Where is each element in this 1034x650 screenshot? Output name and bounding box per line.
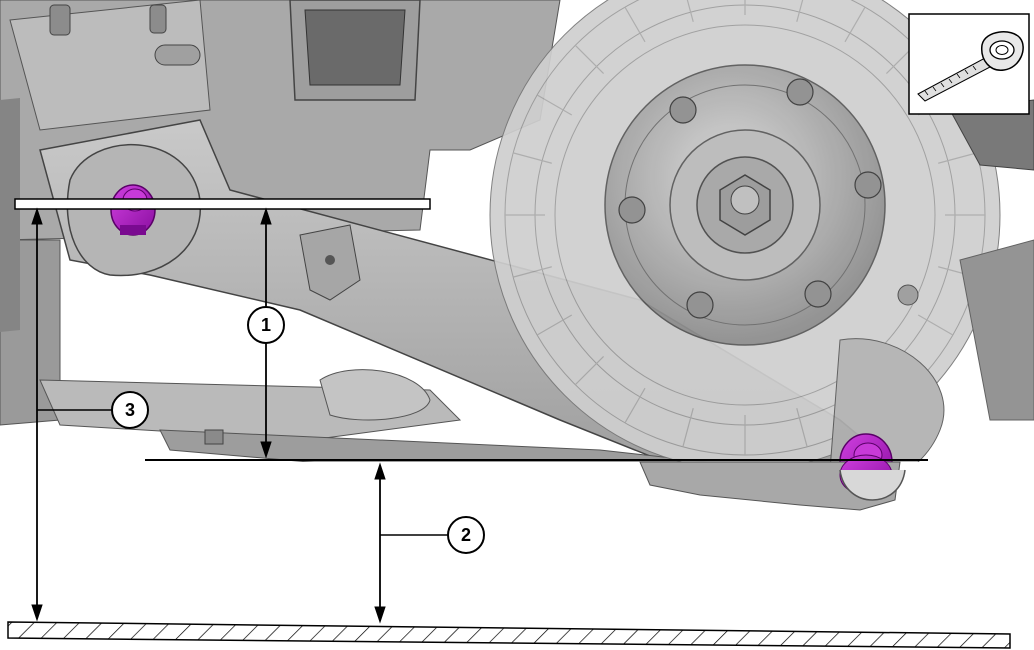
callout-3: 3 (111, 391, 149, 429)
ground-surface (7, 621, 1011, 649)
tape-measure-inset (908, 13, 1030, 115)
dimension-2-arrow (374, 462, 448, 624)
hub-assembly (489, 0, 1034, 485)
upper-reference-line (14, 198, 431, 210)
callout-2-label: 2 (461, 525, 471, 545)
callout-3-label: 3 (125, 400, 135, 420)
callout-1: 1 (247, 306, 285, 344)
callout-1-label: 1 (261, 315, 271, 335)
dimension-3-arrow (31, 207, 112, 622)
highlighted-bolt-front (110, 184, 156, 236)
callout-2: 2 (447, 516, 485, 554)
tape-measure-icon (917, 31, 1024, 102)
